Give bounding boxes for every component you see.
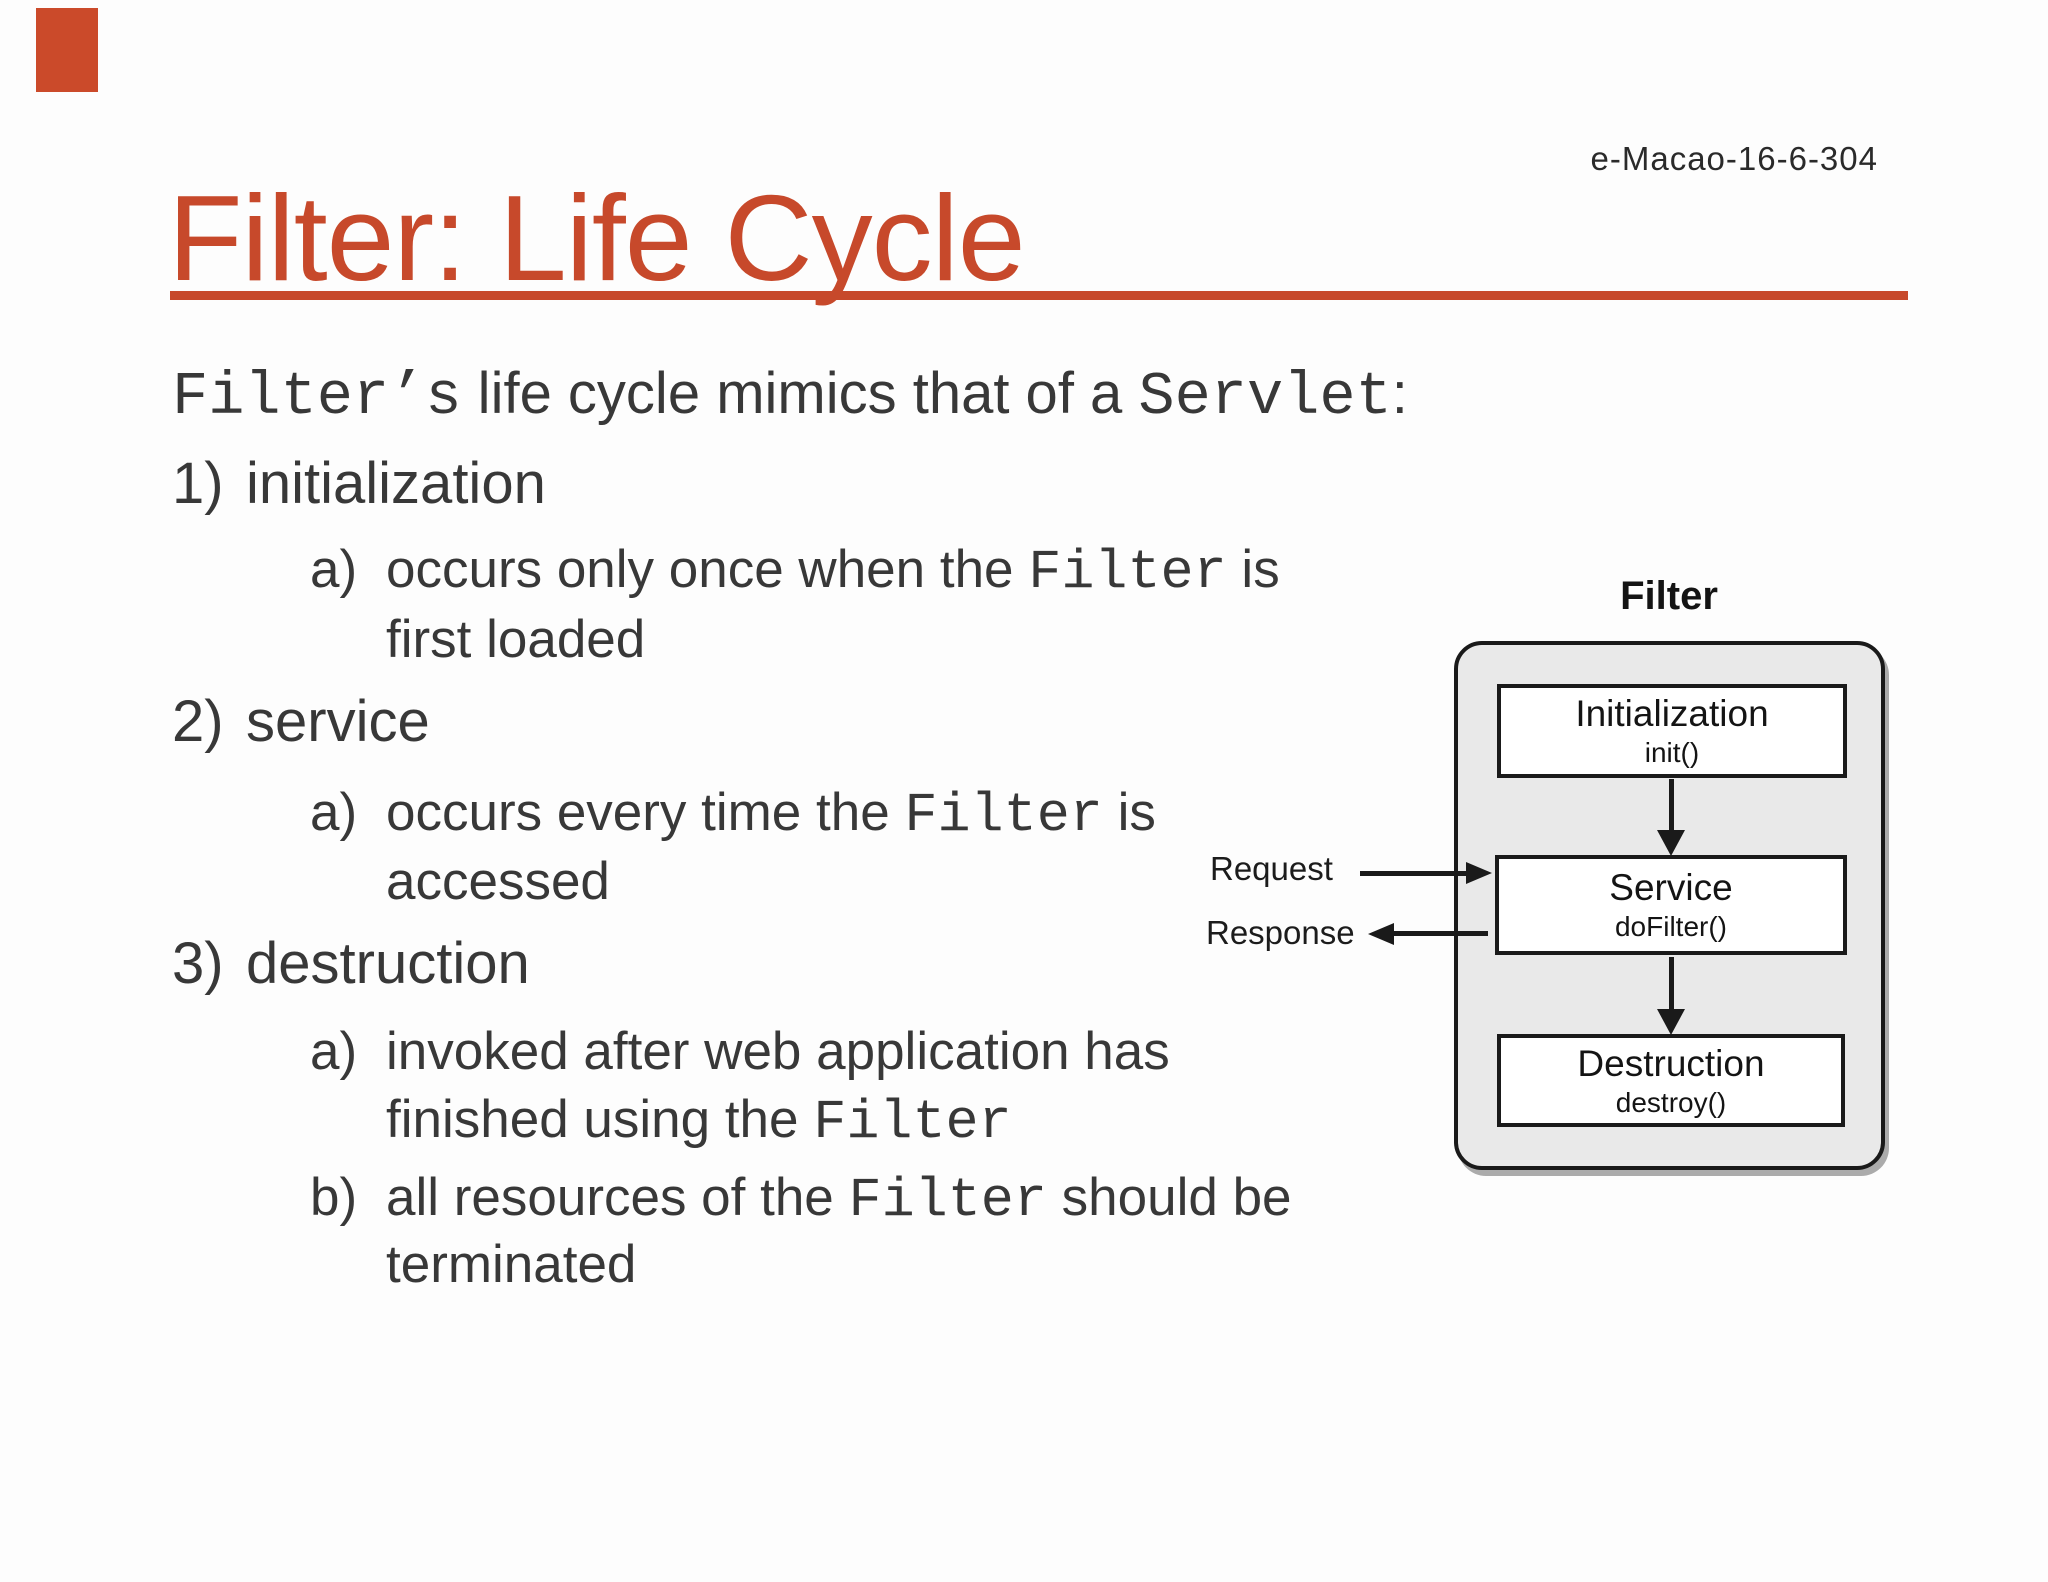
node-method: init() — [1644, 737, 1700, 768]
sub-text: finished using the Filter — [386, 1090, 1012, 1154]
request-arrow-head — [1466, 862, 1492, 884]
node-name: Destruction — [1577, 1042, 1765, 1084]
node-name: Initialization — [1575, 693, 1769, 734]
list-label: service — [246, 689, 430, 754]
page-title: Filter: Life Cycle — [168, 170, 1026, 306]
sub-letter: a) — [310, 540, 358, 599]
list-number: 3) — [172, 931, 224, 996]
sub-text: all resources of the Filter should be — [386, 1168, 1292, 1232]
list-number: 1) — [172, 451, 224, 516]
diagram-title: Filter — [1620, 574, 1718, 618]
list-label: destruction — [246, 931, 530, 996]
sub-text: accessed — [386, 852, 610, 911]
response-arrow-head — [1368, 923, 1394, 945]
arrow-init-to-service-head — [1657, 830, 1685, 856]
sub-text: terminated — [386, 1235, 637, 1294]
corner-red-mark — [36, 8, 98, 92]
arrow-init-to-service-line — [1669, 779, 1674, 833]
list-number: 2) — [172, 689, 224, 754]
node-service: Service doFilter() — [1495, 855, 1847, 955]
list-label: initialization — [246, 451, 546, 516]
request-arrow-line — [1360, 871, 1468, 876]
sub-text: occurs only once when the Filter is — [386, 540, 1280, 604]
node-name: Service — [1609, 867, 1733, 908]
response-label: Response — [1206, 914, 1355, 951]
node-method: doFilter() — [1614, 911, 1727, 942]
sub-letter: a) — [310, 1022, 358, 1081]
sub-text: first loaded — [386, 610, 646, 669]
sub-text: invoked after web application has — [386, 1022, 1170, 1081]
sub-text: occurs every time the Filter is — [386, 783, 1156, 847]
node-initialization: Initialization init() — [1497, 684, 1847, 778]
arrow-service-to-destruction-line — [1669, 957, 1674, 1010]
sub-letter: b) — [310, 1168, 358, 1227]
header-code: e-Macao-16-6-304 — [1590, 140, 1878, 177]
arrow-service-to-destruction-head — [1657, 1009, 1685, 1035]
response-arrow-line — [1392, 931, 1488, 936]
sub-letter: a) — [310, 783, 358, 842]
node-destruction: Destruction destroy() — [1497, 1034, 1845, 1127]
request-label: Request — [1210, 850, 1333, 887]
title-underline — [170, 291, 1908, 300]
node-method: destroy() — [1615, 1086, 1727, 1118]
intro-line: Filter’s life cycle mimics that of a Ser… — [172, 361, 1408, 432]
